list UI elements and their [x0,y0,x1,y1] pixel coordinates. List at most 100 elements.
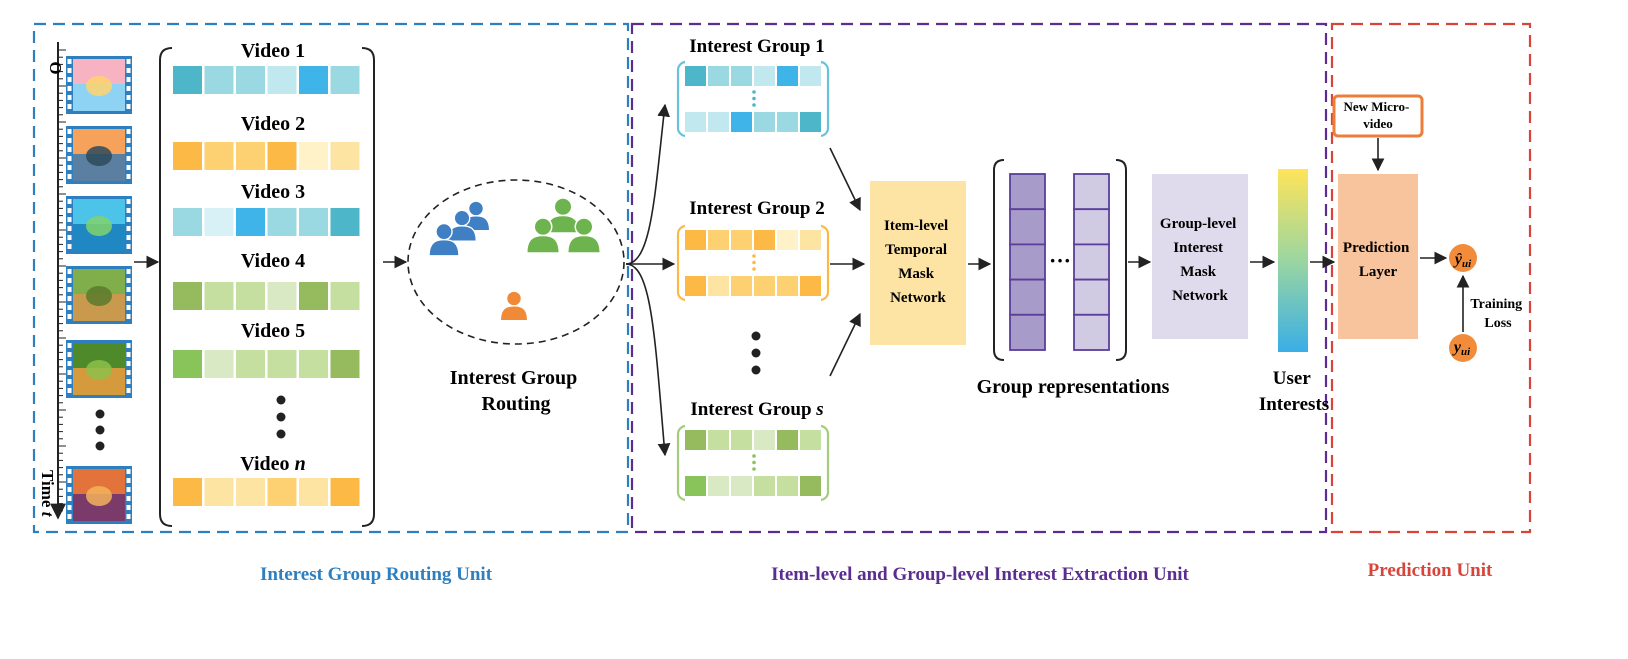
training-loss-label: Training Loss [1470,297,1525,331]
embedding-cell [330,282,360,310]
routing-to-groups-arrows [625,103,676,457]
representation-column [1073,173,1110,351]
extraction-unit-box [630,22,1328,534]
embedding-cell [173,142,202,170]
thumbnail-ellipsis [95,409,105,451]
video-thumbnails [66,56,132,524]
routing-unit-box [32,22,630,534]
embedding-cell [754,230,775,250]
embedding-cell [204,350,234,378]
embedding-cell [685,230,706,250]
embedding-cell [754,430,775,450]
interest-group: Interest Group 1 [676,36,830,140]
embedding-cell [299,208,328,236]
embedding-cell [330,66,360,94]
embedding-cell [731,112,752,132]
y-hat-label: ŷui [1453,251,1472,270]
video-label: Video 1 [241,40,305,62]
embedding-cell [299,478,328,506]
embedding-cell [204,282,234,310]
prediction-layer-box [1338,174,1418,339]
embedding-cell [708,230,729,250]
embedding-cell [685,430,706,450]
embedding-cell [685,112,706,132]
embedding-cell [236,142,265,170]
group-repr-label: Group representations [977,376,1170,398]
extraction-unit-label: Item-level and Group-level Interest Extr… [771,564,1189,585]
embedding-cell [173,350,202,378]
embedding-cell [330,478,360,506]
item-mask-network-box [870,181,966,345]
embedding-cell [731,476,752,496]
video-thumbnail [66,56,132,114]
embedding-cell [236,66,265,94]
embedding-cell [800,112,821,132]
video-label: Video 2 [241,113,305,135]
video-thumbnail [66,266,132,324]
embedding-cell [777,230,798,250]
new-micro-video-label: New Micro- video [1343,99,1412,131]
routing-ellipse [407,179,625,345]
embedding-cell [754,66,775,86]
timeline-label: Time t [38,470,57,518]
routing-unit-label: Interest Group Routing Unit [260,564,493,585]
embedding-cell [299,350,328,378]
embedding-cell [236,282,265,310]
y-true-label: yui [1452,339,1471,358]
embedding-cell [708,430,729,450]
repr-ellipsis: ··· [1049,248,1071,273]
embedding-cell [731,230,752,250]
video-ellipsis [276,395,286,439]
repr-bracket-left [993,159,1005,361]
video-item: Video 4 [173,250,360,310]
prediction-unit-box [1330,22,1532,534]
embedding-cell [800,230,821,250]
embedding-cell [173,208,202,236]
video-thumbnail [66,196,132,254]
embedding-cell [800,430,821,450]
embedding-cell [708,112,729,132]
embedding-cell [777,66,798,86]
embedding-cell [173,282,202,310]
representation-cell [1009,243,1046,281]
embedding-cell [204,66,234,94]
embedding-cell [685,476,706,496]
embedding-cell [754,276,775,296]
video-item: Video 5 [173,320,360,378]
interest-group-label: Interest Group 1 [689,36,824,57]
videos-bracket-left [159,47,173,527]
representation-cell [1073,243,1110,281]
routing-label: Interest Group Routing [450,367,583,415]
embedding-cell [800,276,821,296]
item-mask-network-label: Item-level Temporal Mask Network [884,218,952,306]
embedding-cell [267,208,297,236]
embedding-cell [299,66,328,94]
interest-group-label: Interest Group 2 [689,198,824,219]
prediction-unit-label: Prediction Unit [1368,560,1493,581]
embedding-cell [236,478,265,506]
embedding-cell [267,478,297,506]
embedding-cell [754,112,775,132]
embedding-cell [267,66,297,94]
embedding-cell [685,66,706,86]
embedding-cell [708,276,729,296]
embedding-cell [204,142,234,170]
interest-group: Interest Group s [676,399,830,504]
repr-bracket-right [1115,159,1127,361]
group-mask-network-label: Group-level Interest Mask Network [1160,216,1240,304]
representation-cell [1073,313,1110,351]
videos-bracket-right [361,47,375,527]
timeline-axis: O Time t [38,42,66,520]
embedding-cell [777,276,798,296]
embedding-cell [708,66,729,86]
representation-cell [1009,278,1046,316]
embedding-cell [299,282,328,310]
y-hat-node [1449,244,1477,272]
interest-group: Interest Group 2 [676,198,830,304]
embedding-cell [299,142,328,170]
embedding-cell [204,208,234,236]
new-micro-video-box [1332,94,1424,138]
